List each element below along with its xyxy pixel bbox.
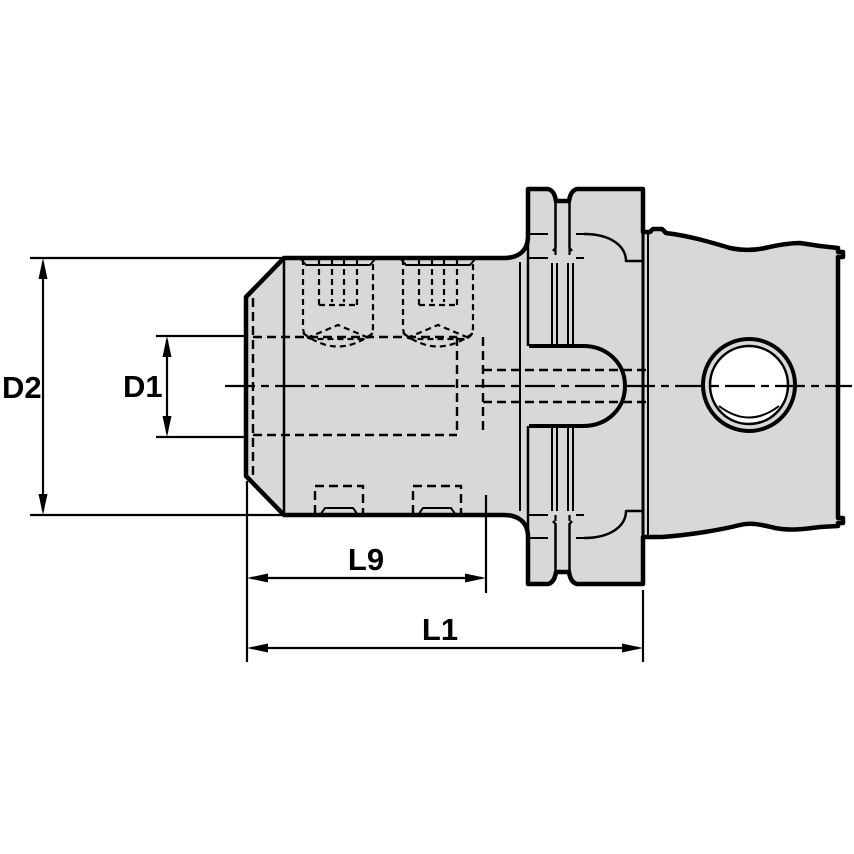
bottom-notch-right — [417, 507, 457, 516]
dimension-d2: D2 — [2, 256, 283, 517]
dimension-l1: L1 — [247, 590, 645, 662]
d2-arrow-down — [38, 494, 48, 515]
set-screw-left — [301, 259, 375, 348]
d2-extension-lines — [30, 256, 283, 517]
l1-arrow-left — [247, 643, 268, 653]
bottom-notch-left — [319, 507, 359, 516]
d2-label: D2 — [2, 370, 42, 405]
bottom-pocket-left-hidden — [313, 484, 365, 514]
bore-hidden-lines — [253, 335, 485, 437]
v-groove-root-hidden — [554, 249, 571, 523]
screw-body-hidden — [401, 259, 475, 341]
d1-arrow-down — [162, 416, 172, 437]
groove-silhouette-lines — [551, 263, 574, 511]
screw-socket-hidden — [317, 259, 359, 307]
l9-arrow-right — [465, 573, 486, 583]
d1-label: D1 — [123, 369, 163, 404]
screw-socket-hidden — [417, 259, 459, 307]
groove-root-lines — [529, 257, 584, 516]
d2-arrow-up — [38, 258, 48, 279]
screw-cone-hidden — [306, 323, 370, 340]
groove-ramp-arc-bottom — [583, 509, 643, 540]
dimension-l9: L9 — [245, 481, 488, 662]
flange-step-lines — [529, 233, 584, 539]
drive-hole-bottom-arc — [718, 405, 780, 419]
l1-arrow-right — [622, 643, 643, 653]
v-groove-walls-bottom — [552, 520, 573, 572]
set-screw-right — [401, 259, 475, 348]
l9-label: L9 — [348, 542, 384, 577]
screw-body-hidden — [301, 259, 375, 341]
l9-arrow-left — [247, 573, 268, 583]
gripper-flange — [519, 201, 643, 572]
groove-ramp-arc-top — [583, 232, 643, 263]
bottom-pocket-right-hidden — [411, 484, 463, 514]
dimension-d1: D1 — [123, 334, 248, 439]
screw-cone-hidden — [406, 323, 470, 340]
l1-label: L1 — [422, 612, 458, 647]
v-groove-walls-top — [552, 201, 573, 252]
d1-extension-lines — [156, 334, 248, 439]
d1-arrow-up — [162, 336, 172, 357]
